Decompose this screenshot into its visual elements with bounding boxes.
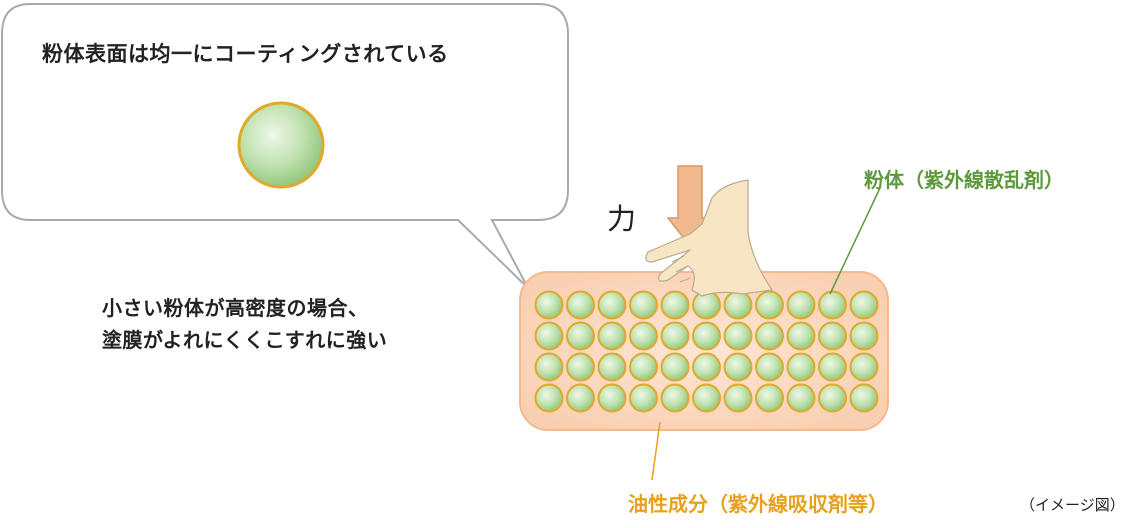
particle-icon (786, 290, 816, 320)
particle-icon (660, 321, 690, 351)
particle-icon (786, 352, 816, 382)
particle-icon (849, 321, 879, 351)
particle-icon (534, 352, 564, 382)
particle-icon (818, 290, 847, 320)
particle-icon (818, 321, 847, 351)
particle-icon (755, 352, 784, 382)
particle-icon (534, 383, 564, 413)
particle-icon (786, 383, 816, 413)
particle-icon (629, 321, 658, 351)
description: 小さい粉体が高密度の場合、 塗膜がよれにくくこすれに強い (102, 292, 387, 356)
particle-icon (660, 352, 690, 382)
particle-icon (755, 383, 784, 413)
caption: （イメージ図） (1020, 496, 1125, 514)
particle-icon (849, 383, 879, 413)
particle-icon (660, 290, 690, 320)
particle-icon (597, 290, 627, 320)
particle-icon (849, 290, 879, 320)
particle-icon (723, 383, 753, 413)
particle-icon (566, 321, 595, 351)
particle-icon (566, 290, 595, 320)
particle-icon (660, 383, 690, 413)
particle-icon (597, 321, 627, 351)
oil-leader-line (651, 421, 661, 481)
description-line-1: 小さい粉体が高密度の場合、 (102, 296, 369, 320)
particle-icon (692, 383, 721, 413)
particle-icon (692, 321, 721, 351)
particle-icon (597, 383, 627, 413)
bubble-title: 粉体表面は均一にコーティングされている (42, 42, 449, 66)
force-label: 力 (607, 202, 637, 236)
particle-icon (534, 321, 564, 351)
particle-icon (534, 290, 564, 320)
particle-icon (692, 352, 721, 382)
particle-icon (755, 321, 784, 351)
particle-grid (534, 290, 879, 413)
particle-icon (818, 383, 847, 413)
coated-particle-icon (237, 101, 325, 189)
particle-icon (629, 352, 658, 382)
particle-icon (692, 290, 721, 320)
oil-label: 油性成分（紫外線吸収剤等） (628, 492, 888, 516)
particle-icon (566, 383, 595, 413)
particle-icon (629, 383, 658, 413)
particle-icon (723, 290, 753, 320)
particle-icon (755, 290, 784, 320)
particle-icon (818, 352, 847, 382)
powder-label: 粉体（紫外線散乱剤） (864, 168, 1064, 192)
particle-icon (723, 321, 753, 351)
powder-leader-line (829, 187, 881, 295)
particle-icon (597, 352, 627, 382)
particle-icon (786, 321, 816, 351)
particle-icon (723, 352, 753, 382)
description-line-2: 塗膜がよれにくくこすれに強い (102, 328, 388, 352)
particle-icon (566, 352, 595, 382)
particle-icon (629, 290, 658, 320)
particle-icon (849, 352, 879, 382)
hand-icon (645, 179, 773, 297)
